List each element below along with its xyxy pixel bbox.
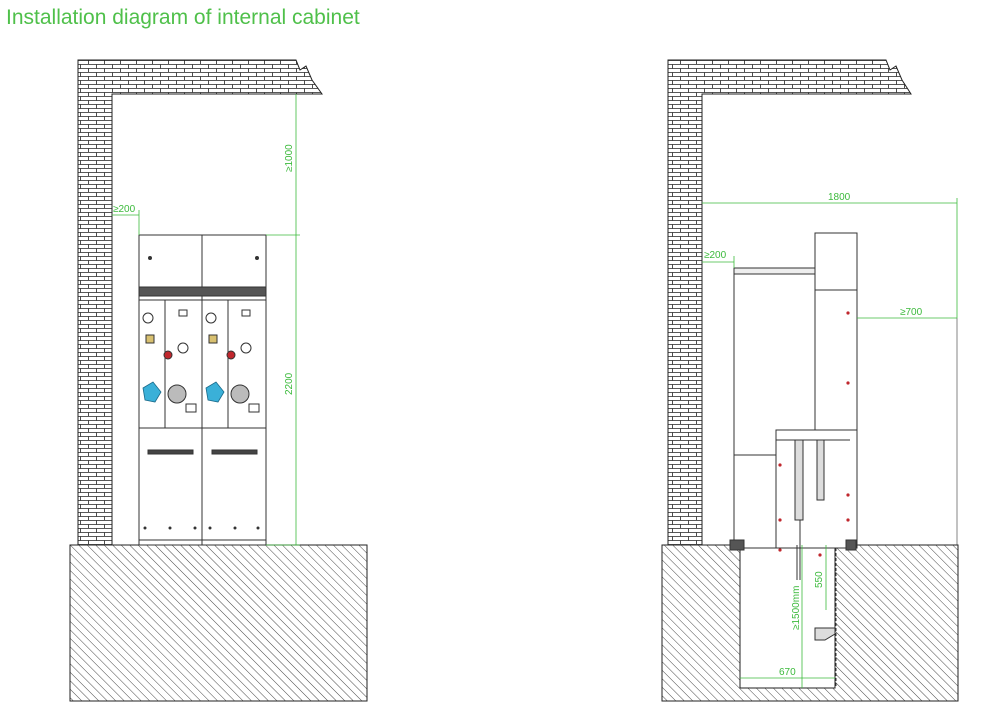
front-dim-height: 2200	[284, 372, 295, 395]
side-dimension-lines	[702, 198, 958, 688]
front-cabinets	[138, 234, 267, 546]
front-dimension-lines	[112, 94, 300, 546]
diagram-title: Installation diagram of internal cabinet	[6, 6, 360, 29]
side-cabinet	[729, 232, 958, 688]
front-dim-side-clearance: ≥200	[113, 204, 136, 215]
front-ground	[69, 544, 368, 702]
front-dim-top-clearance: ≥1000	[284, 144, 295, 172]
side-dim-trench-label: ≥1500mm	[791, 586, 802, 630]
side-dim-width: 1800	[828, 192, 851, 203]
side-dim-side-clearance: ≥200	[704, 250, 727, 261]
front-handle-blue-left	[142, 381, 162, 403]
side-red-markers	[778, 311, 850, 557]
side-view: 1800 ≥200 ≥700 550 ≥1500mm 670	[661, 59, 959, 702]
side-dim-trench-width: 670	[779, 667, 796, 678]
side-trench	[739, 544, 836, 689]
front-handle-blue-right	[205, 381, 225, 403]
front-view: ≥1000 ≥200 2200	[69, 59, 368, 702]
side-dim-trench-depth: 550	[814, 571, 825, 588]
side-dim-rear-clearance: ≥700	[900, 307, 923, 318]
